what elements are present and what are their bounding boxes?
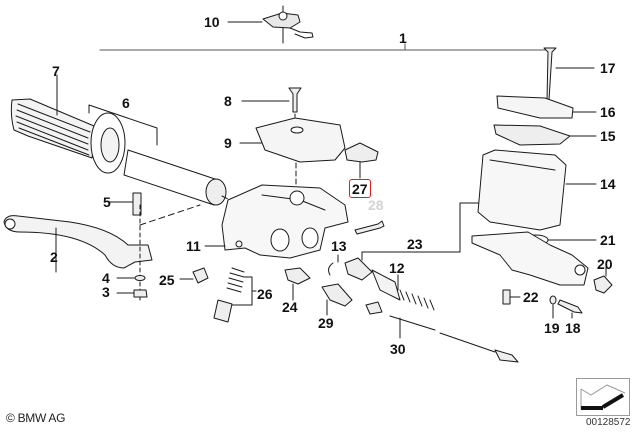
- part-18-bolt: [557, 299, 583, 319]
- callout-12[interactable]: 12: [389, 260, 405, 276]
- callout-21[interactable]: 21: [600, 232, 616, 248]
- callout-26[interactable]: 26: [257, 286, 273, 302]
- callout-15[interactable]: 15: [600, 128, 616, 144]
- part-6-tube: [88, 104, 251, 211]
- part-19-washer: [549, 295, 557, 319]
- part-23-piston: [344, 202, 481, 301]
- callout-29[interactable]: 29: [318, 315, 334, 331]
- part-28-screw: [354, 220, 385, 235]
- assembly-bracket-line: [99, 43, 549, 51]
- part-14-reservoir: [477, 149, 597, 231]
- callout-6[interactable]: 6: [122, 95, 130, 111]
- callout-17[interactable]: 17: [600, 60, 616, 76]
- callout-8[interactable]: 8: [224, 93, 232, 109]
- part-24-switch: [284, 267, 311, 301]
- callout-22[interactable]: 22: [523, 289, 539, 305]
- callout-18[interactable]: 18: [565, 320, 581, 336]
- callout-10[interactable]: 10: [204, 14, 220, 30]
- part-27-boot: [344, 142, 379, 179]
- master-cylinder-body: [471, 231, 589, 286]
- part-17-bolt: [543, 47, 595, 101]
- callout-30[interactable]: 30: [390, 341, 406, 357]
- part-11-housing: [204, 184, 349, 259]
- copyright-text: © BMW AG: [6, 411, 66, 425]
- callout-20[interactable]: 20: [597, 256, 613, 272]
- diagram-id: 00128572: [586, 417, 631, 428]
- callout-25[interactable]: 25: [159, 272, 175, 288]
- part-13-circlip: [328, 254, 339, 276]
- callout-1[interactable]: 1: [399, 30, 407, 46]
- return-arrow-button[interactable]: [576, 378, 630, 416]
- callout-11[interactable]: 11: [186, 238, 201, 254]
- callout-13[interactable]: 13: [331, 238, 347, 254]
- part-15-gasket: [493, 124, 597, 146]
- callout-28[interactable]: 28: [368, 197, 384, 213]
- part-25-cap: [179, 267, 209, 284]
- part-4-washer: [116, 275, 146, 281]
- callout-16[interactable]: 16: [600, 104, 616, 120]
- part-26-spring-bolt: [213, 267, 257, 323]
- part-12-spring: [397, 274, 435, 311]
- part-10-switch: [227, 5, 314, 44]
- callout-5[interactable]: 5: [103, 194, 111, 210]
- callout-14[interactable]: 14: [600, 176, 616, 192]
- return-arrow-icon: [580, 384, 626, 410]
- callout-27-highlighted[interactable]: 27: [349, 179, 371, 198]
- callout-24[interactable]: 24: [282, 299, 298, 315]
- part-7-grip: [10, 74, 126, 174]
- callout-7[interactable]: 7: [52, 63, 60, 79]
- part-30-cable: [365, 301, 519, 363]
- part-20-cap: [593, 264, 613, 294]
- part-9-cover: [239, 117, 346, 191]
- part-5-screw: [107, 192, 142, 216]
- part-2-lever: [3, 204, 201, 301]
- part-16-cap: [496, 95, 597, 119]
- callout-4[interactable]: 4: [102, 270, 110, 286]
- part-29-sleeve: [321, 283, 353, 316]
- callout-9[interactable]: 9: [224, 135, 232, 151]
- part-22-bolt: [502, 289, 521, 305]
- callout-3[interactable]: 3: [102, 284, 110, 300]
- callout-19[interactable]: 19: [544, 320, 560, 336]
- part-3-nut: [116, 289, 148, 298]
- callout-2[interactable]: 2: [50, 249, 58, 265]
- callout-23[interactable]: 23: [407, 236, 423, 252]
